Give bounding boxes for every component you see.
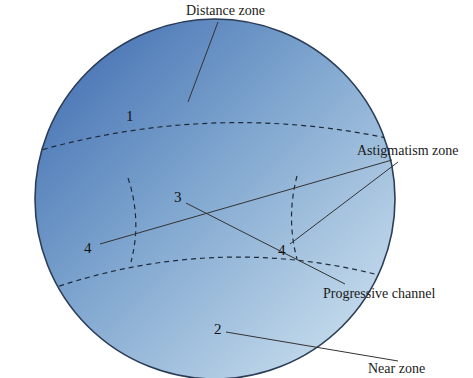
callout-number: 2 [214, 321, 222, 338]
lens-outline [35, 19, 395, 378]
leader-line [186, 203, 345, 284]
leader-line [290, 162, 398, 244]
zone-name: Astigmatism zone [357, 143, 459, 158]
leader-line [188, 22, 218, 102]
callout-number: 4 [84, 240, 92, 257]
upper-zone-border [34, 123, 396, 152]
leader-line [100, 160, 392, 244]
callout-number: 1 [126, 108, 134, 125]
zone-name: Progressive channel [323, 286, 435, 301]
callout-number: 3 [174, 189, 182, 206]
leader-line [226, 332, 398, 361]
callout-number: 4 [278, 242, 286, 259]
zone-name: Near zone [368, 361, 425, 376]
channel-left-border [128, 178, 136, 262]
zone-name: Distance zone [186, 3, 265, 18]
